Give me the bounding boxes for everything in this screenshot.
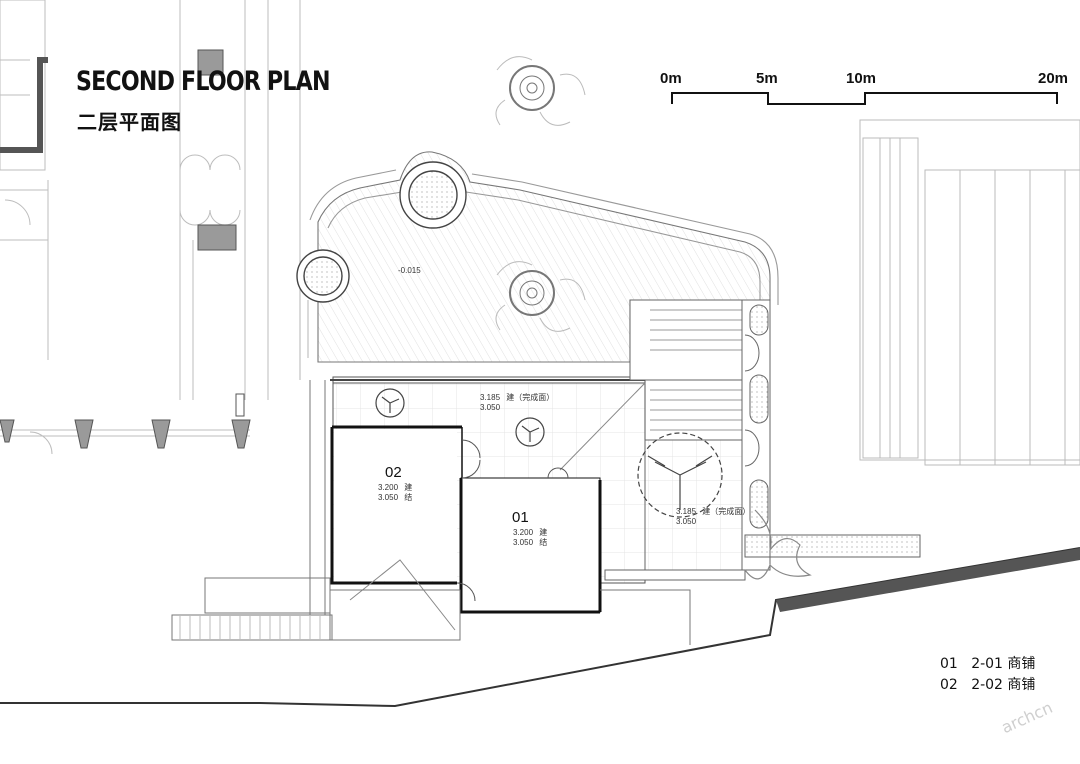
- room-02-level-2: 3.050 结: [378, 492, 412, 502]
- shop-02-walls: [330, 425, 463, 585]
- legend-name: 商铺: [1007, 656, 1036, 672]
- legend-code: 2-01: [971, 656, 1003, 672]
- shop-01-walls: [459, 477, 602, 614]
- legend-name: 商铺: [1007, 677, 1036, 693]
- planter-circles: [296, 161, 467, 303]
- tree-symbols: [495, 56, 586, 332]
- legend-num: 01: [940, 656, 958, 672]
- scale-label-20: 20m: [1038, 70, 1069, 87]
- terrace-level: 3.185 建（完成面）: [676, 506, 750, 516]
- plan-title: SECOND FLOOR PLAN: [76, 66, 330, 97]
- terrace-tree: [637, 432, 812, 580]
- room-01-level: 3.200 建: [513, 527, 547, 537]
- corridor-level-2: 3.050: [480, 403, 501, 412]
- terrace-level-2: 3.050: [676, 517, 697, 526]
- room-01-level-2: 3.050 结: [513, 537, 547, 547]
- adjacent-building-right: [859, 119, 1080, 466]
- doors: [349, 439, 569, 631]
- level-annotations: -0.015 3.185 建（完成面） 3.050 3.185 建（完成面） 3…: [378, 266, 750, 547]
- lower-podium: [171, 380, 691, 645]
- garden-level: -0.015: [398, 266, 421, 275]
- room-02-number: 02: [385, 464, 402, 481]
- legend-code: 2-02: [971, 677, 1003, 693]
- adjacent-building-left: [0, 0, 301, 455]
- legend-num: 02: [940, 677, 958, 693]
- terrace-right: [604, 299, 921, 581]
- room-02-level: 3.200 建: [378, 482, 412, 492]
- scale-label-5: 5m: [756, 70, 778, 87]
- corridor-level: 3.185 建（完成面）: [480, 392, 554, 402]
- plan-title-cn: 二层平面图: [77, 110, 182, 134]
- scale-bar: [671, 92, 1058, 105]
- ceiling-fans: [375, 388, 545, 447]
- structural-columns: [0, 49, 251, 449]
- scale-label-0: 0m: [660, 70, 682, 87]
- scale-label-10: 10m: [846, 70, 877, 87]
- legend-item-01: 01 2-01 商铺: [940, 653, 1035, 673]
- legend-item-02: 02 2-02 商铺: [940, 674, 1035, 694]
- room-01-number: 01: [512, 509, 529, 526]
- site-boundary-lines: [0, 547, 1080, 708]
